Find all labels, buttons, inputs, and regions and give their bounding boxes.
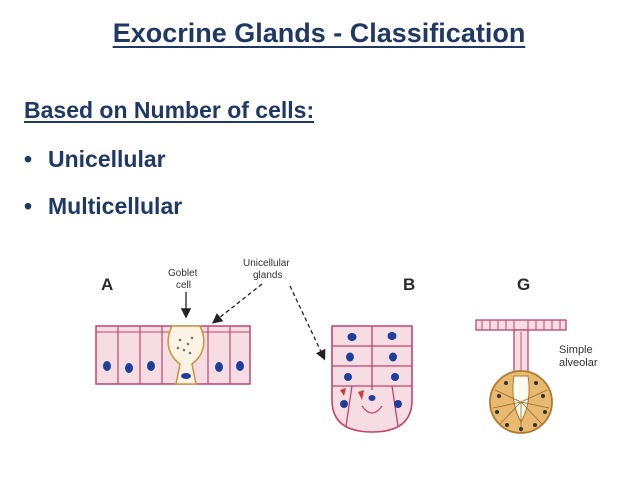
panel-a-letter: A — [101, 275, 113, 294]
list-item: • Unicellular — [24, 145, 182, 192]
unicellular-arrow-a — [214, 284, 262, 322]
bullet-marker: • — [24, 145, 38, 192]
panel-b-letter: B — [403, 275, 415, 294]
panel-g-letter: G — [517, 275, 530, 294]
alveolar-label-line2: alveolar — [559, 357, 598, 369]
unicellular-label-line2: glands — [253, 270, 282, 281]
list-item: • Multicellular — [24, 192, 182, 239]
gland-diagram: A Goblet cell Unicellular glands B — [0, 240, 638, 470]
tubular-gland-panel-b — [332, 326, 412, 432]
goblet-label: Goblet — [168, 268, 198, 279]
list-item-text: Multicellular — [48, 192, 182, 239]
alveolar-gland-panel-g — [476, 320, 566, 433]
unicellular-arrow-b — [290, 286, 324, 358]
slide-title: Exocrine Glands - Classification — [0, 18, 638, 49]
subheading: Based on Number of cells: — [24, 97, 314, 124]
alveolar-label: Simple — [559, 344, 593, 356]
unicellular-label: Unicellular — [243, 258, 290, 269]
classification-list: • Unicellular • Multicellular — [24, 145, 182, 239]
bullet-marker: • — [24, 192, 38, 239]
list-item-text: Unicellular — [48, 145, 166, 192]
goblet-label-line2: cell — [176, 280, 191, 291]
epithelium-panel-a — [96, 326, 250, 384]
